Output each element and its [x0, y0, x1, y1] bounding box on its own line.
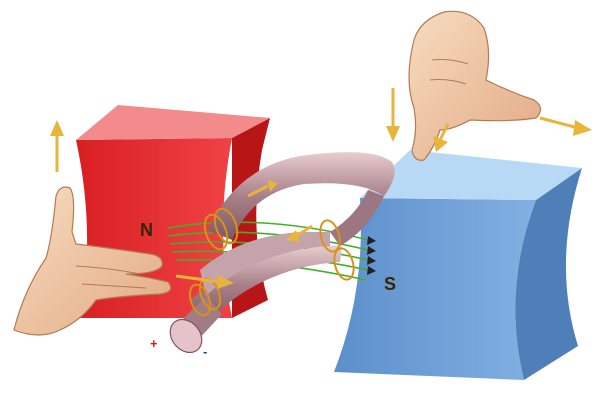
plus-sign: +: [150, 336, 158, 351]
arrow-down-icon: [386, 88, 400, 142]
south-pole-label: S: [384, 274, 396, 294]
minus-sign: -: [203, 344, 207, 359]
right-hand-icon: [409, 11, 541, 160]
arrow-up-icon: [50, 120, 64, 172]
arrow-right-icon: [540, 118, 592, 136]
north-pole-label: N: [140, 220, 153, 240]
